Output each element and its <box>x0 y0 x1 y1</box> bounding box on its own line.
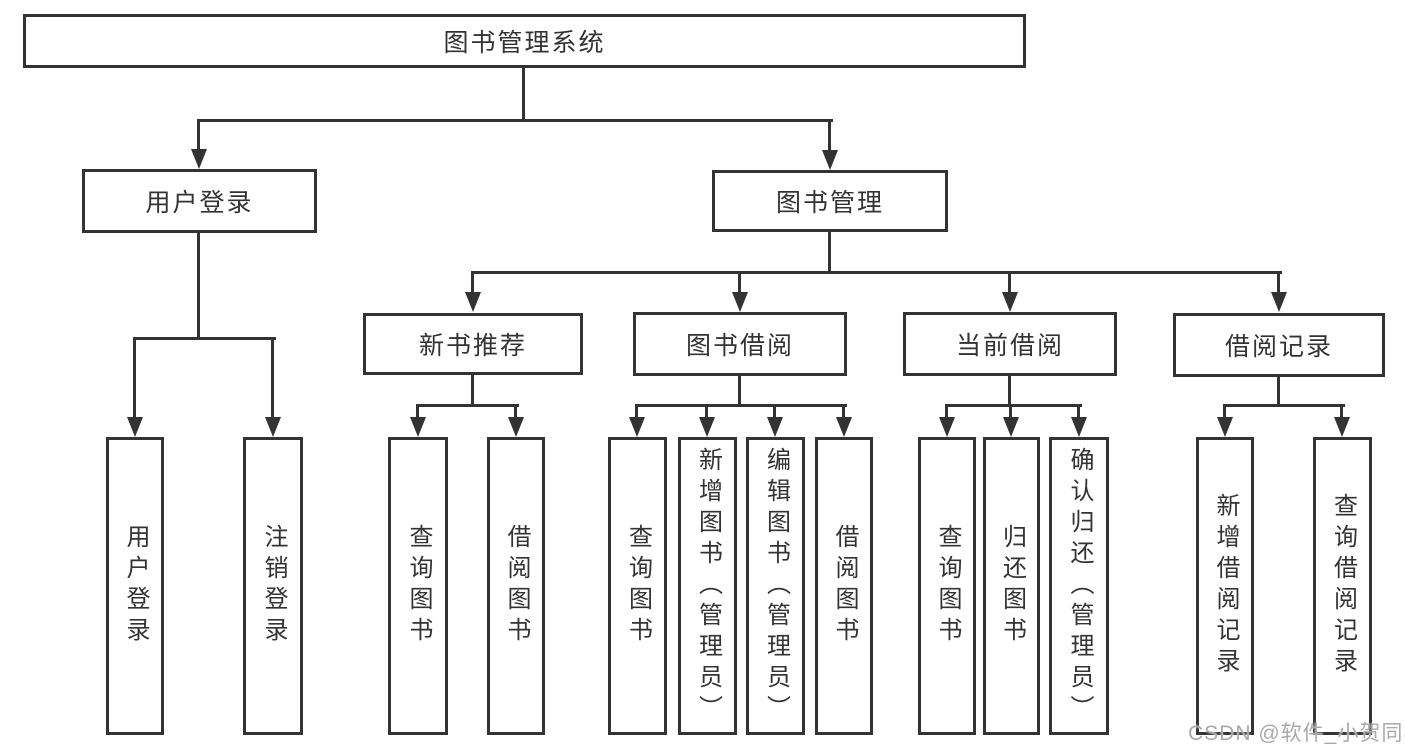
connector-line <box>271 337 274 420</box>
connector-line <box>635 404 847 407</box>
connector-line <box>705 404 708 420</box>
connector-line <box>1223 404 1226 420</box>
node-user-login: 用户登录 <box>82 169 317 233</box>
node-book-borrowing: 图书借阅 <box>633 312 847 376</box>
connector-line <box>1223 404 1345 407</box>
leaf-query-books: 查询图书 <box>608 437 667 735</box>
leaf-query-borrow-record: 查询借阅记录 <box>1313 437 1372 735</box>
arrowhead-icon <box>410 417 426 437</box>
connector-line <box>197 119 833 122</box>
connector-line <box>738 376 741 407</box>
leaf-query-books: 查询图书 <box>388 437 448 735</box>
connector-line <box>635 404 638 420</box>
connector-line <box>828 119 831 152</box>
node-borrowing-records: 借阅记录 <box>1173 313 1385 377</box>
leaf-borrow-books: 借阅图书 <box>815 437 873 735</box>
connector-line <box>514 404 517 420</box>
arrowhead-icon <box>191 149 207 169</box>
node-root-library-system: 图书管理系统 <box>23 14 1026 68</box>
leaf-add-book-admin: 新增图书（管理员） <box>678 437 737 735</box>
leaf-query-books: 查询图书 <box>918 437 976 735</box>
arrowhead-icon <box>1071 417 1087 437</box>
connector-line <box>133 337 276 340</box>
arrowhead-icon <box>836 417 852 437</box>
connector-line <box>197 119 200 152</box>
arrowhead-icon <box>732 292 748 312</box>
arrowhead-icon <box>1217 417 1233 437</box>
arrowhead-icon <box>699 417 715 437</box>
connector-line <box>1008 376 1011 407</box>
arrowhead-icon <box>1002 292 1018 312</box>
connector-line <box>738 271 741 293</box>
connector-line <box>522 68 525 122</box>
arrowhead-icon <box>1271 292 1287 312</box>
leaf-edit-book-admin: 编辑图书（管理员） <box>746 437 805 735</box>
leaf-borrow-books: 借阅图书 <box>487 437 545 735</box>
watermark: CSDN @软件_小贺同学 <box>1188 722 1405 745</box>
arrowhead-icon <box>939 417 955 437</box>
connector-line <box>471 375 474 407</box>
arrowhead-icon <box>629 417 645 437</box>
arrowhead-icon <box>265 417 281 437</box>
node-new-book-recommend: 新书推荐 <box>363 313 583 375</box>
connector-line <box>1077 404 1080 420</box>
node-current-borrowing: 当前借阅 <box>903 312 1117 376</box>
connector-line <box>842 404 845 420</box>
connector-line <box>133 337 136 420</box>
connector-line <box>1340 404 1343 420</box>
connector-line <box>773 404 776 420</box>
connector-line <box>1277 377 1280 407</box>
connector-line <box>471 271 1282 274</box>
arrowhead-icon <box>767 417 783 437</box>
connector-line <box>197 233 200 340</box>
arrowhead-icon <box>508 417 524 437</box>
arrowhead-icon <box>1003 417 1019 437</box>
arrowhead-icon <box>1334 417 1350 437</box>
leaf-logout: 注销登录 <box>243 437 303 735</box>
connector-line <box>1277 271 1280 293</box>
connector-line <box>416 404 519 407</box>
arrowhead-icon <box>465 292 481 312</box>
leaf-confirm-return-admin: 确认归还（管理员） <box>1049 437 1109 735</box>
connector-line <box>1008 271 1011 293</box>
leaf-user-login: 用户登录 <box>106 437 164 735</box>
arrowhead-icon <box>127 417 143 437</box>
connector-line <box>828 232 831 274</box>
leaf-add-borrow-record: 新增借阅记录 <box>1196 437 1254 735</box>
connector-line <box>1009 404 1012 420</box>
leaf-return-books: 归还图书 <box>983 437 1040 735</box>
arrowhead-icon <box>822 150 838 170</box>
connector-line <box>471 271 474 293</box>
connector-line <box>945 404 1082 407</box>
connector-line <box>945 404 948 420</box>
node-book-management: 图书管理 <box>712 170 948 232</box>
connector-line <box>416 404 419 420</box>
